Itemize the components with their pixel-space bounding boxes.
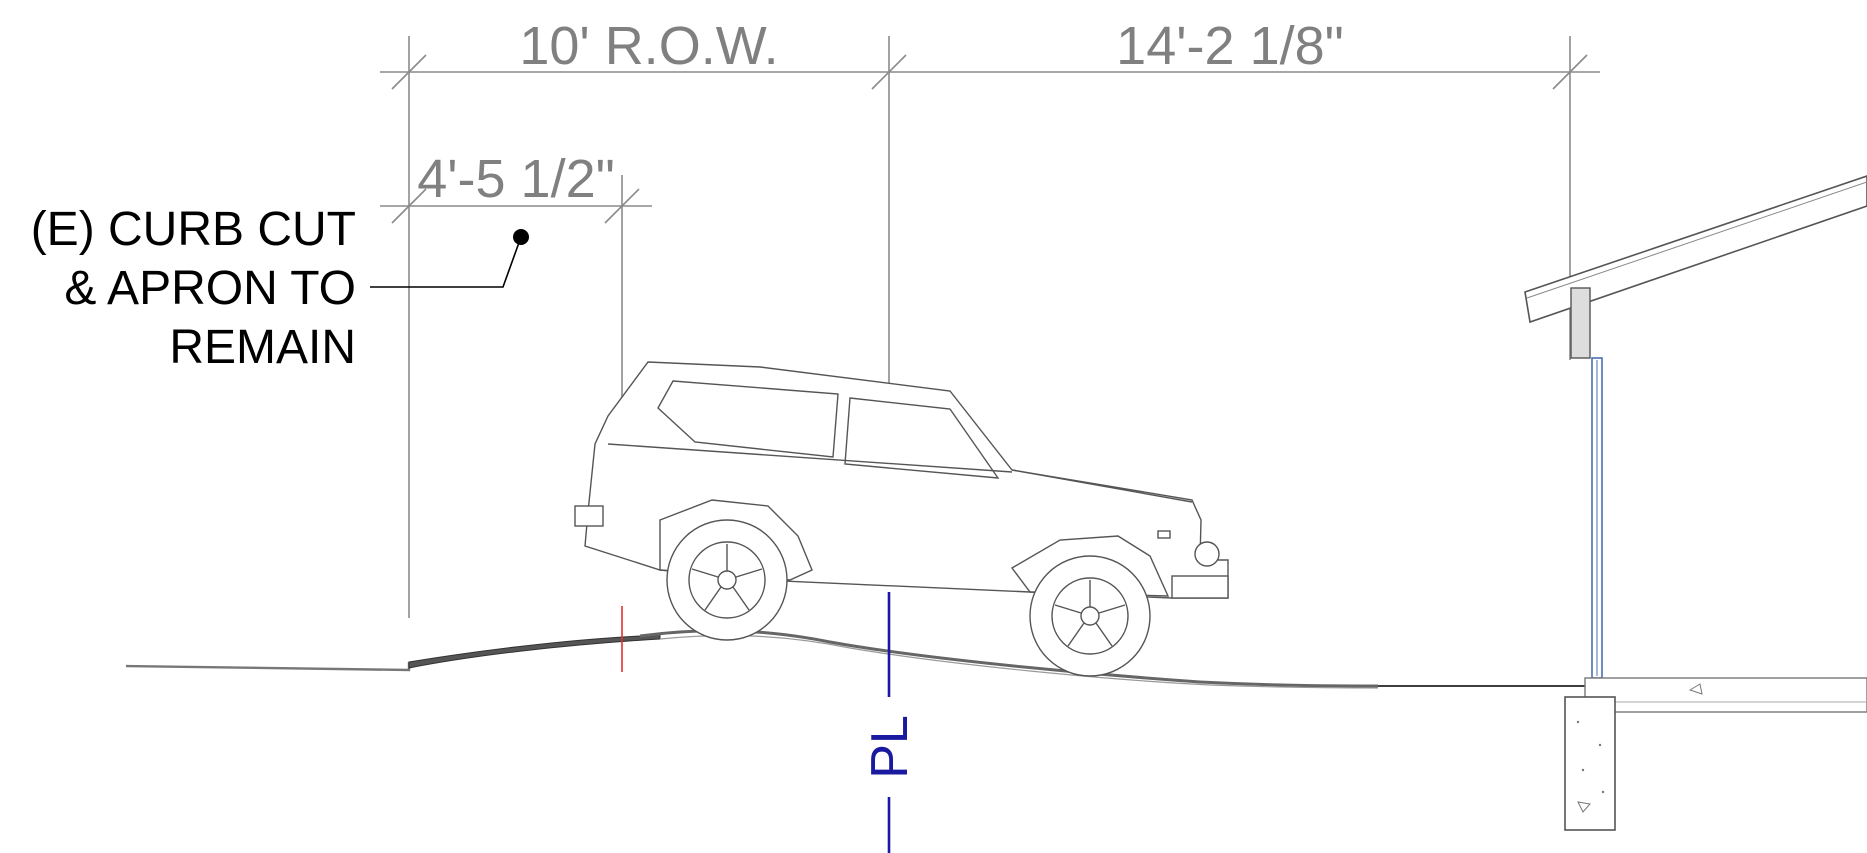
- rear-spoke: [735, 568, 763, 578]
- concrete-aggregate: [1577, 801, 1591, 813]
- street-line: [125, 662, 411, 672]
- leader-dot: [513, 229, 529, 245]
- property-line: PL: [861, 592, 919, 853]
- rear-spoke: [732, 586, 750, 611]
- roof: [1524, 175, 1867, 324]
- note-line-3: REMAIN: [169, 321, 356, 374]
- leader-line: [370, 236, 522, 288]
- vehicle-front-fender: [1010, 535, 1170, 597]
- front-tire: [1029, 555, 1151, 677]
- front-rim: [1051, 577, 1129, 655]
- front-spoke: [1098, 604, 1126, 614]
- apron-surface: [408, 633, 661, 669]
- floor-slab: [1584, 677, 1867, 713]
- driveway-slope-edge: [659, 634, 1379, 689]
- dimension-tick: [391, 188, 427, 224]
- house-section: [1524, 175, 1867, 831]
- dimension-tick: [1552, 54, 1588, 90]
- ground-profile: [125, 606, 1585, 689]
- vehicle-marker-light: [1157, 530, 1171, 539]
- rear-rim: [688, 541, 766, 619]
- vehicle-front-wheel: [1029, 555, 1151, 677]
- note-line-1: (E) CURB CUT: [31, 203, 356, 256]
- roof-edge: [1526, 181, 1867, 299]
- vehicle-roofline: [607, 443, 1013, 473]
- front-spoke: [1095, 622, 1113, 647]
- vehicle: [574, 361, 1229, 677]
- front-spoke: [1067, 622, 1085, 647]
- dimension-tick: [391, 54, 427, 90]
- roof-beam: [1570, 287, 1591, 359]
- front-spoke: [1054, 604, 1082, 614]
- note-line-2: & APRON TO: [64, 262, 356, 315]
- driveway-slope: [639, 629, 1379, 688]
- rear-spoke: [691, 568, 719, 578]
- rear-tire: [666, 519, 788, 641]
- vehicle-rear-wheel: [666, 519, 788, 641]
- dimension-row: 10' R.O.W. 14'-2 1/8": [380, 16, 1600, 618]
- pl-label: PL: [861, 715, 919, 779]
- vehicle-side-window: [844, 397, 1000, 479]
- concrete-speckle: [1581, 768, 1585, 772]
- vehicle-front-bumper: [1171, 575, 1229, 599]
- vehicle-headlight: [1194, 541, 1220, 567]
- vehicle-rear-window: [657, 380, 839, 458]
- concrete-speckle: [1576, 720, 1580, 724]
- vehicle-hood: [1011, 469, 1193, 503]
- rear-spoke: [704, 586, 722, 611]
- setback-dimension-label: 14'-2 1/8": [1116, 16, 1344, 76]
- concrete-speckle: [1598, 743, 1602, 747]
- row-dimension-label: 10' R.O.W.: [519, 16, 778, 76]
- dimension-tick: [604, 188, 640, 224]
- concrete-speckle: [1601, 790, 1605, 794]
- curb-cut-dimension-label: 4'-5 1/2": [417, 149, 615, 209]
- vehicle-rear-bumper: [574, 505, 604, 527]
- curb-cut-note: (E) CURB CUT & APRON TO REMAIN: [31, 203, 529, 374]
- concrete-aggregate: [1688, 683, 1703, 695]
- dimension-tick: [871, 54, 907, 90]
- footing: [1564, 696, 1616, 831]
